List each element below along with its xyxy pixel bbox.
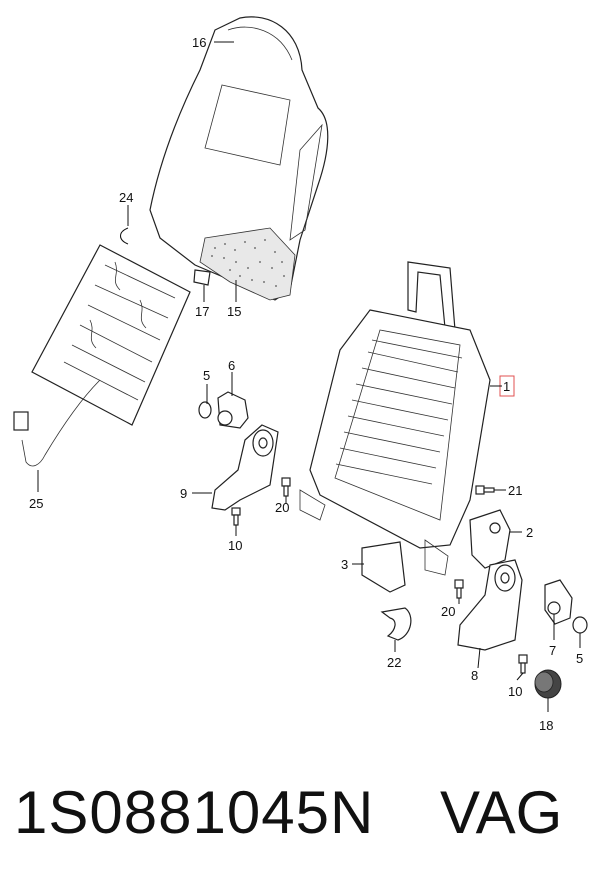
- callout-5-right: 5: [576, 651, 583, 666]
- side-cover-left-part: [211, 424, 279, 511]
- callout-25: 25: [29, 496, 43, 511]
- screw-10-left-part: [231, 507, 241, 526]
- bolt-21-part: [475, 485, 495, 495]
- callout-2: 2: [526, 525, 533, 540]
- bolt-20-right-part: [454, 579, 464, 599]
- leader-lines: [37, 41, 581, 712]
- recliner-lever-right-part: [544, 579, 573, 625]
- clip-part: [120, 227, 129, 245]
- callout-6: 6: [228, 358, 235, 373]
- seat-heating-mat-part: [13, 244, 191, 467]
- cover-cap-18-part: [534, 669, 562, 699]
- clip-17-part: [193, 269, 211, 286]
- exploded-seat-diagram: 16 24 17 15 25 5 6 9 20 10 1 21 2 3 20 2…: [13, 16, 588, 733]
- callout-8: 8: [471, 668, 478, 683]
- recliner-mechanism-part: [469, 509, 511, 569]
- callout-3: 3: [341, 557, 348, 572]
- screw-10-right-part: [518, 654, 528, 674]
- callout-7: 7: [549, 643, 556, 658]
- part-number-text: 1S0881045N: [14, 779, 375, 846]
- brand-text: VAG: [440, 779, 563, 846]
- callout-22: 22: [387, 655, 401, 670]
- callout-15: 15: [227, 304, 241, 319]
- callout-20-right: 20: [441, 604, 455, 619]
- cap-screw-5-left-part: [198, 401, 212, 419]
- side-cover-right-part: [457, 559, 523, 651]
- callout-5-left: 5: [203, 368, 210, 383]
- callout-24: 24: [119, 190, 133, 205]
- cap-screw-5-right-part: [572, 616, 588, 634]
- callout-20-left: 20: [275, 500, 289, 515]
- clip-22-part: [380, 607, 412, 641]
- callout-17: 17: [195, 304, 209, 319]
- callout-1: 1: [503, 379, 510, 394]
- bracket-3-part: [361, 541, 406, 593]
- bolt-20-left-part: [281, 477, 291, 497]
- callout-10-right: 10: [508, 684, 522, 699]
- callout-9: 9: [180, 486, 187, 501]
- recliner-lever-left-part: [217, 391, 249, 429]
- backrest-frame-part: [299, 261, 491, 576]
- callout-21: 21: [508, 483, 522, 498]
- backrest-cushion-part: [149, 16, 329, 301]
- callout-16: 16: [192, 35, 206, 50]
- callout-10-left: 10: [228, 538, 242, 553]
- callout-18: 18: [539, 718, 553, 733]
